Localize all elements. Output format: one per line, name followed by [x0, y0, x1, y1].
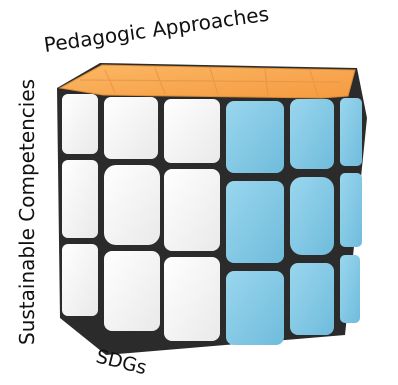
label-pedagogic-approaches: Pedagogic Approaches — [42, 2, 270, 57]
label-sustainable-competencies: Sustainable Competencies — [15, 79, 39, 345]
left-face — [62, 94, 220, 341]
left-face-row-1 — [62, 94, 220, 163]
top-face — [58, 64, 356, 99]
left-face-row-2 — [62, 160, 220, 251]
front-face-row-3 — [226, 255, 360, 345]
front-face — [226, 98, 362, 345]
front-face-row-2 — [226, 173, 362, 263]
left-face-row-3 — [62, 244, 220, 341]
front-face-row-1 — [226, 98, 362, 173]
